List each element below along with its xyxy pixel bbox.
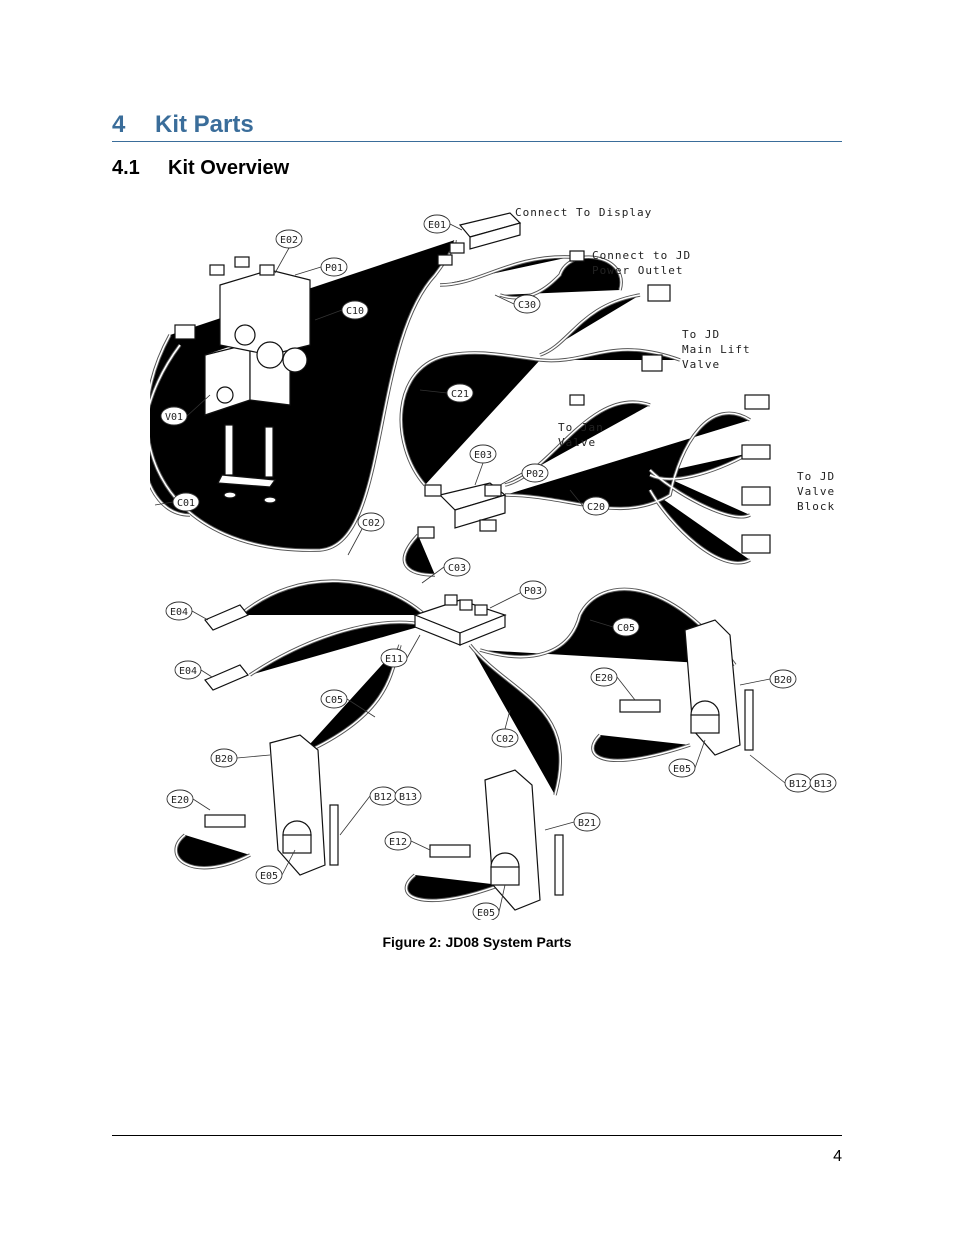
svg-text:C20: C20	[587, 502, 605, 513]
svg-text:E02: E02	[280, 235, 298, 246]
callout-e04b: E04	[174, 660, 202, 680]
callout-labels: E01 E02 P01 C10 V01 C01 C30 C21 E03 P02 …	[160, 214, 837, 920]
note-lift-line1: To JD	[682, 328, 720, 341]
callout-p02: P02	[521, 463, 549, 483]
svg-text:P01: P01	[325, 263, 343, 274]
display-module	[437, 212, 585, 266]
svg-text:B13: B13	[814, 779, 832, 790]
chapter-title: Kit Parts	[155, 111, 254, 138]
callout-b21: B21	[573, 812, 601, 832]
callout-e02: E02	[275, 229, 303, 249]
svg-text:E03: E03	[474, 450, 492, 461]
note-block-line2: Valve	[797, 485, 835, 498]
note-block-line1: To JD	[797, 470, 835, 483]
callout-c02b: C02	[491, 728, 519, 748]
valve-block-assembly	[174, 256, 311, 504]
svg-text:C10: C10	[346, 306, 364, 317]
note-connect-display: Connect To Display	[515, 206, 652, 219]
callout-e05c: E05	[472, 902, 500, 920]
svg-text:C30: C30	[518, 300, 536, 311]
svg-text:B12: B12	[374, 792, 392, 803]
svg-text:E05: E05	[477, 908, 495, 919]
inline-connectors	[204, 699, 661, 858]
callout-e05a: E05	[668, 758, 696, 778]
callout-c21: C21	[446, 383, 474, 403]
note-block-line3: Block	[797, 500, 835, 513]
figure-caption: Figure 2: JD08 System Parts	[382, 934, 572, 950]
svg-text:C05: C05	[617, 623, 635, 634]
svg-text:P03: P03	[524, 586, 542, 597]
svg-text:E12: E12	[389, 837, 407, 848]
callout-p01: P01	[320, 257, 348, 277]
diagram-notes: Connect To Display Connect to JD Power O…	[515, 206, 835, 513]
callout-e05b: E05	[255, 865, 283, 885]
callout-c20: C20	[582, 496, 610, 516]
svg-text:E04: E04	[170, 607, 188, 618]
valve-connectors	[569, 284, 771, 554]
svg-text:B20: B20	[774, 675, 792, 686]
callout-c01: C01	[172, 492, 200, 512]
callout-b12b: B12	[369, 786, 397, 806]
svg-text:B20: B20	[215, 754, 233, 765]
note-lift-line2: Main Lift	[682, 343, 751, 356]
svg-text:P02: P02	[526, 469, 544, 480]
svg-text:E05: E05	[260, 871, 278, 882]
svg-text:C01: C01	[177, 498, 195, 509]
system-parts-diagram: E01 E02 P01 C10 V01 C01 C30 C21 E03 P02 …	[150, 195, 850, 920]
callout-b20a: B20	[769, 669, 797, 689]
callout-c05b: C05	[320, 689, 348, 709]
note-lift-line3: Valve	[682, 358, 720, 371]
callout-c02a: C02	[357, 512, 385, 532]
section-number: 4.1	[112, 157, 140, 179]
callout-b13a: B13	[809, 773, 837, 793]
callout-b20b: B20	[210, 748, 238, 768]
callout-e20a: E20	[590, 667, 618, 687]
callout-c03: C03	[443, 557, 471, 577]
svg-text:B12: B12	[789, 779, 807, 790]
callout-c10: C10	[341, 300, 369, 320]
svg-text:E05: E05	[673, 764, 691, 775]
controller-module	[417, 482, 507, 539]
svg-text:E01: E01	[428, 220, 446, 231]
svg-text:E20: E20	[171, 795, 189, 806]
callout-e01: E01	[423, 214, 451, 234]
splitter-module	[413, 594, 507, 646]
svg-text:V01: V01	[165, 412, 183, 423]
svg-text:E11: E11	[385, 654, 403, 665]
svg-text:C03: C03	[448, 563, 466, 574]
callout-e04a: E04	[165, 601, 193, 621]
callout-e03: E03	[469, 444, 497, 464]
sensors	[204, 604, 249, 691]
svg-text:E20: E20	[595, 673, 613, 684]
bracket-assemblies	[269, 619, 754, 911]
chapter-heading: 4 Kit Parts	[112, 111, 842, 142]
callout-v01: V01	[160, 406, 188, 426]
svg-text:C21: C21	[451, 389, 469, 400]
callout-e12: E12	[384, 831, 412, 851]
callout-b13b: B13	[394, 786, 422, 806]
footer-rule	[112, 1135, 842, 1136]
svg-text:B21: B21	[578, 818, 596, 829]
note-jan-line2: Valve	[558, 436, 596, 449]
callout-c30: C30	[513, 294, 541, 314]
svg-text:C05: C05	[325, 695, 343, 706]
leader-lines	[154, 223, 786, 913]
callout-e20b: E20	[166, 789, 194, 809]
chapter-number: 4	[112, 111, 126, 138]
callout-p03: P03	[519, 580, 547, 600]
callout-b12a: B12	[784, 773, 812, 793]
callout-e11: E11	[380, 648, 408, 668]
svg-text:B13: B13	[399, 792, 417, 803]
svg-text:C02: C02	[496, 734, 514, 745]
svg-text:C02: C02	[362, 518, 380, 529]
svg-text:E04: E04	[179, 666, 197, 677]
callout-c05a: C05	[612, 617, 640, 637]
note-jan-line1: To Jan	[558, 421, 604, 434]
section-title: Kit Overview	[168, 157, 290, 179]
note-outlet-line1: Connect to JD	[592, 249, 691, 262]
note-outlet-line2: Power Outlet	[592, 264, 683, 277]
page-number: 4	[833, 1148, 842, 1165]
